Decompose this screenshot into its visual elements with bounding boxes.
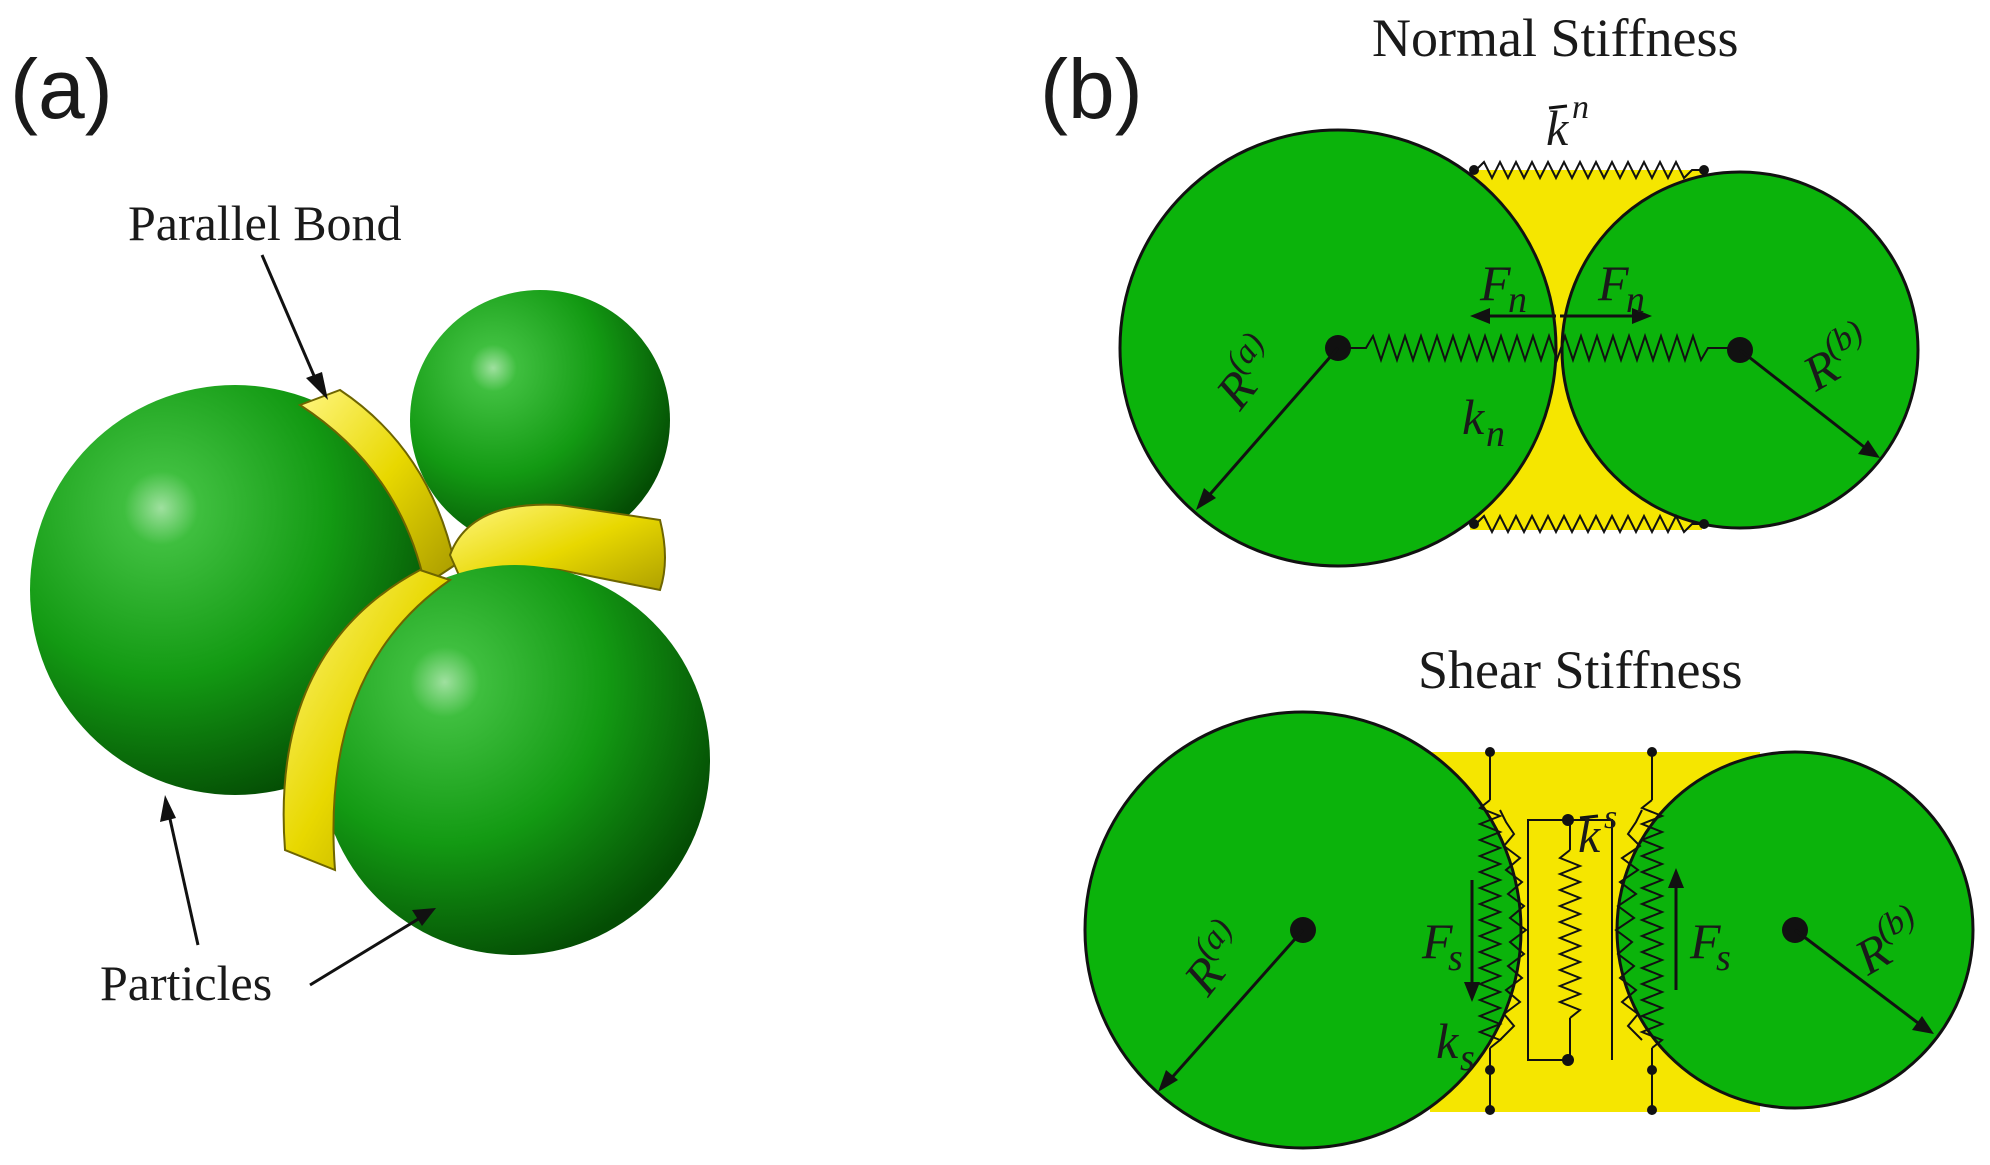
- normal-force-arrow-left: [1470, 308, 1556, 324]
- svg-text:n: n: [1508, 279, 1527, 321]
- normal-bond-node: [1469, 519, 1479, 529]
- svg-text:n: n: [1486, 413, 1505, 455]
- shear-edge-springs: [1477, 752, 1665, 1110]
- svg-text:s: s: [1716, 937, 1731, 979]
- normal-kn-label: k n: [1462, 389, 1505, 455]
- svg-text:s: s: [1460, 1037, 1475, 1079]
- panel-a-label: (a): [10, 42, 113, 136]
- normal-force-label-left: F n: [1479, 255, 1527, 321]
- normal-force-label-right: F n: [1597, 255, 1645, 321]
- normal-bond-spring-bottom: [1475, 513, 1702, 535]
- normal-radius-arrow-a: [1196, 347, 1340, 510]
- shear-bond-node: [1562, 814, 1574, 826]
- particles-label: Particles: [100, 955, 272, 1011]
- parallel-bond-ring-top: [297, 388, 457, 587]
- shear-bond-node: [1485, 747, 1495, 757]
- shear-bond-node: [1485, 1105, 1495, 1115]
- svg-text:F: F: [1597, 255, 1629, 311]
- shear-ks-label: k s: [1436, 1013, 1475, 1079]
- normal-stiffness-title: Normal Stiffness: [1372, 8, 1738, 68]
- shear-contact-spring-left: [1499, 809, 1528, 1041]
- normal-stiffness-diagram: Normal Stiffness k n: [1118, 8, 1920, 568]
- normal-bond-spring-top: [1475, 159, 1702, 181]
- shear-bond-spring: [1527, 819, 1613, 1061]
- particle-front: [320, 565, 710, 955]
- svg-text:k: k: [1578, 807, 1601, 863]
- svg-text:F: F: [1421, 913, 1453, 969]
- svg-text:s: s: [1604, 799, 1617, 836]
- shear-force-label-right: F s: [1689, 913, 1731, 979]
- parallel-bond-label: Parallel Bond: [128, 195, 402, 251]
- shear-stiffness-diagram: Shear Stiffness: [1083, 640, 1975, 1150]
- particles-arrow-left: [160, 795, 200, 946]
- normal-bond-node: [1699, 519, 1709, 529]
- shear-force-arrow-right: [1668, 868, 1684, 990]
- particle-back: [410, 290, 670, 550]
- shear-bond-node: [1562, 1054, 1574, 1066]
- shear-kbar-label: k s: [1578, 799, 1617, 863]
- svg-text:F: F: [1689, 913, 1721, 969]
- parallel-bond-arrow: [260, 254, 328, 400]
- particles-arrow-right: [309, 908, 436, 987]
- parallel-bond-ring-front: [282, 568, 453, 872]
- normal-bond-node: [1699, 165, 1709, 175]
- shear-radius-arrow-a: [1158, 929, 1305, 1092]
- svg-text:k: k: [1462, 389, 1485, 445]
- shear-force-label-left: F s: [1421, 913, 1463, 979]
- shear-bond-node: [1647, 747, 1657, 757]
- shear-bond-node: [1647, 1105, 1657, 1115]
- normal-kbar-label: k n: [1546, 89, 1589, 156]
- svg-text:F: F: [1479, 255, 1511, 311]
- shear-radius-arrow-b: [1794, 928, 1934, 1034]
- normal-force-arrow-right: [1560, 308, 1652, 324]
- normal-radius-arrow-b: [1739, 348, 1880, 458]
- shear-bond-node: [1647, 1065, 1657, 1075]
- svg-text:k: k: [1436, 1013, 1459, 1069]
- normal-contact-spring: [1350, 332, 1728, 364]
- svg-text:n: n: [1572, 89, 1589, 126]
- shear-contact-spring-right: [1614, 809, 1643, 1041]
- svg-text:k: k: [1546, 100, 1569, 156]
- panel-b-label: (b): [1040, 42, 1143, 136]
- normal-bond-node: [1469, 165, 1479, 175]
- panel-a: (a) Parallel Bond Particles: [10, 42, 710, 1011]
- svg-text:s: s: [1448, 937, 1463, 979]
- svg-text:n: n: [1626, 279, 1645, 321]
- shear-bond-node: [1485, 1065, 1495, 1075]
- shear-force-arrow-left: [1464, 880, 1480, 1002]
- panel-b: (b) Normal Stiffness k n: [1040, 8, 1975, 1150]
- shear-stiffness-title: Shear Stiffness: [1418, 640, 1742, 700]
